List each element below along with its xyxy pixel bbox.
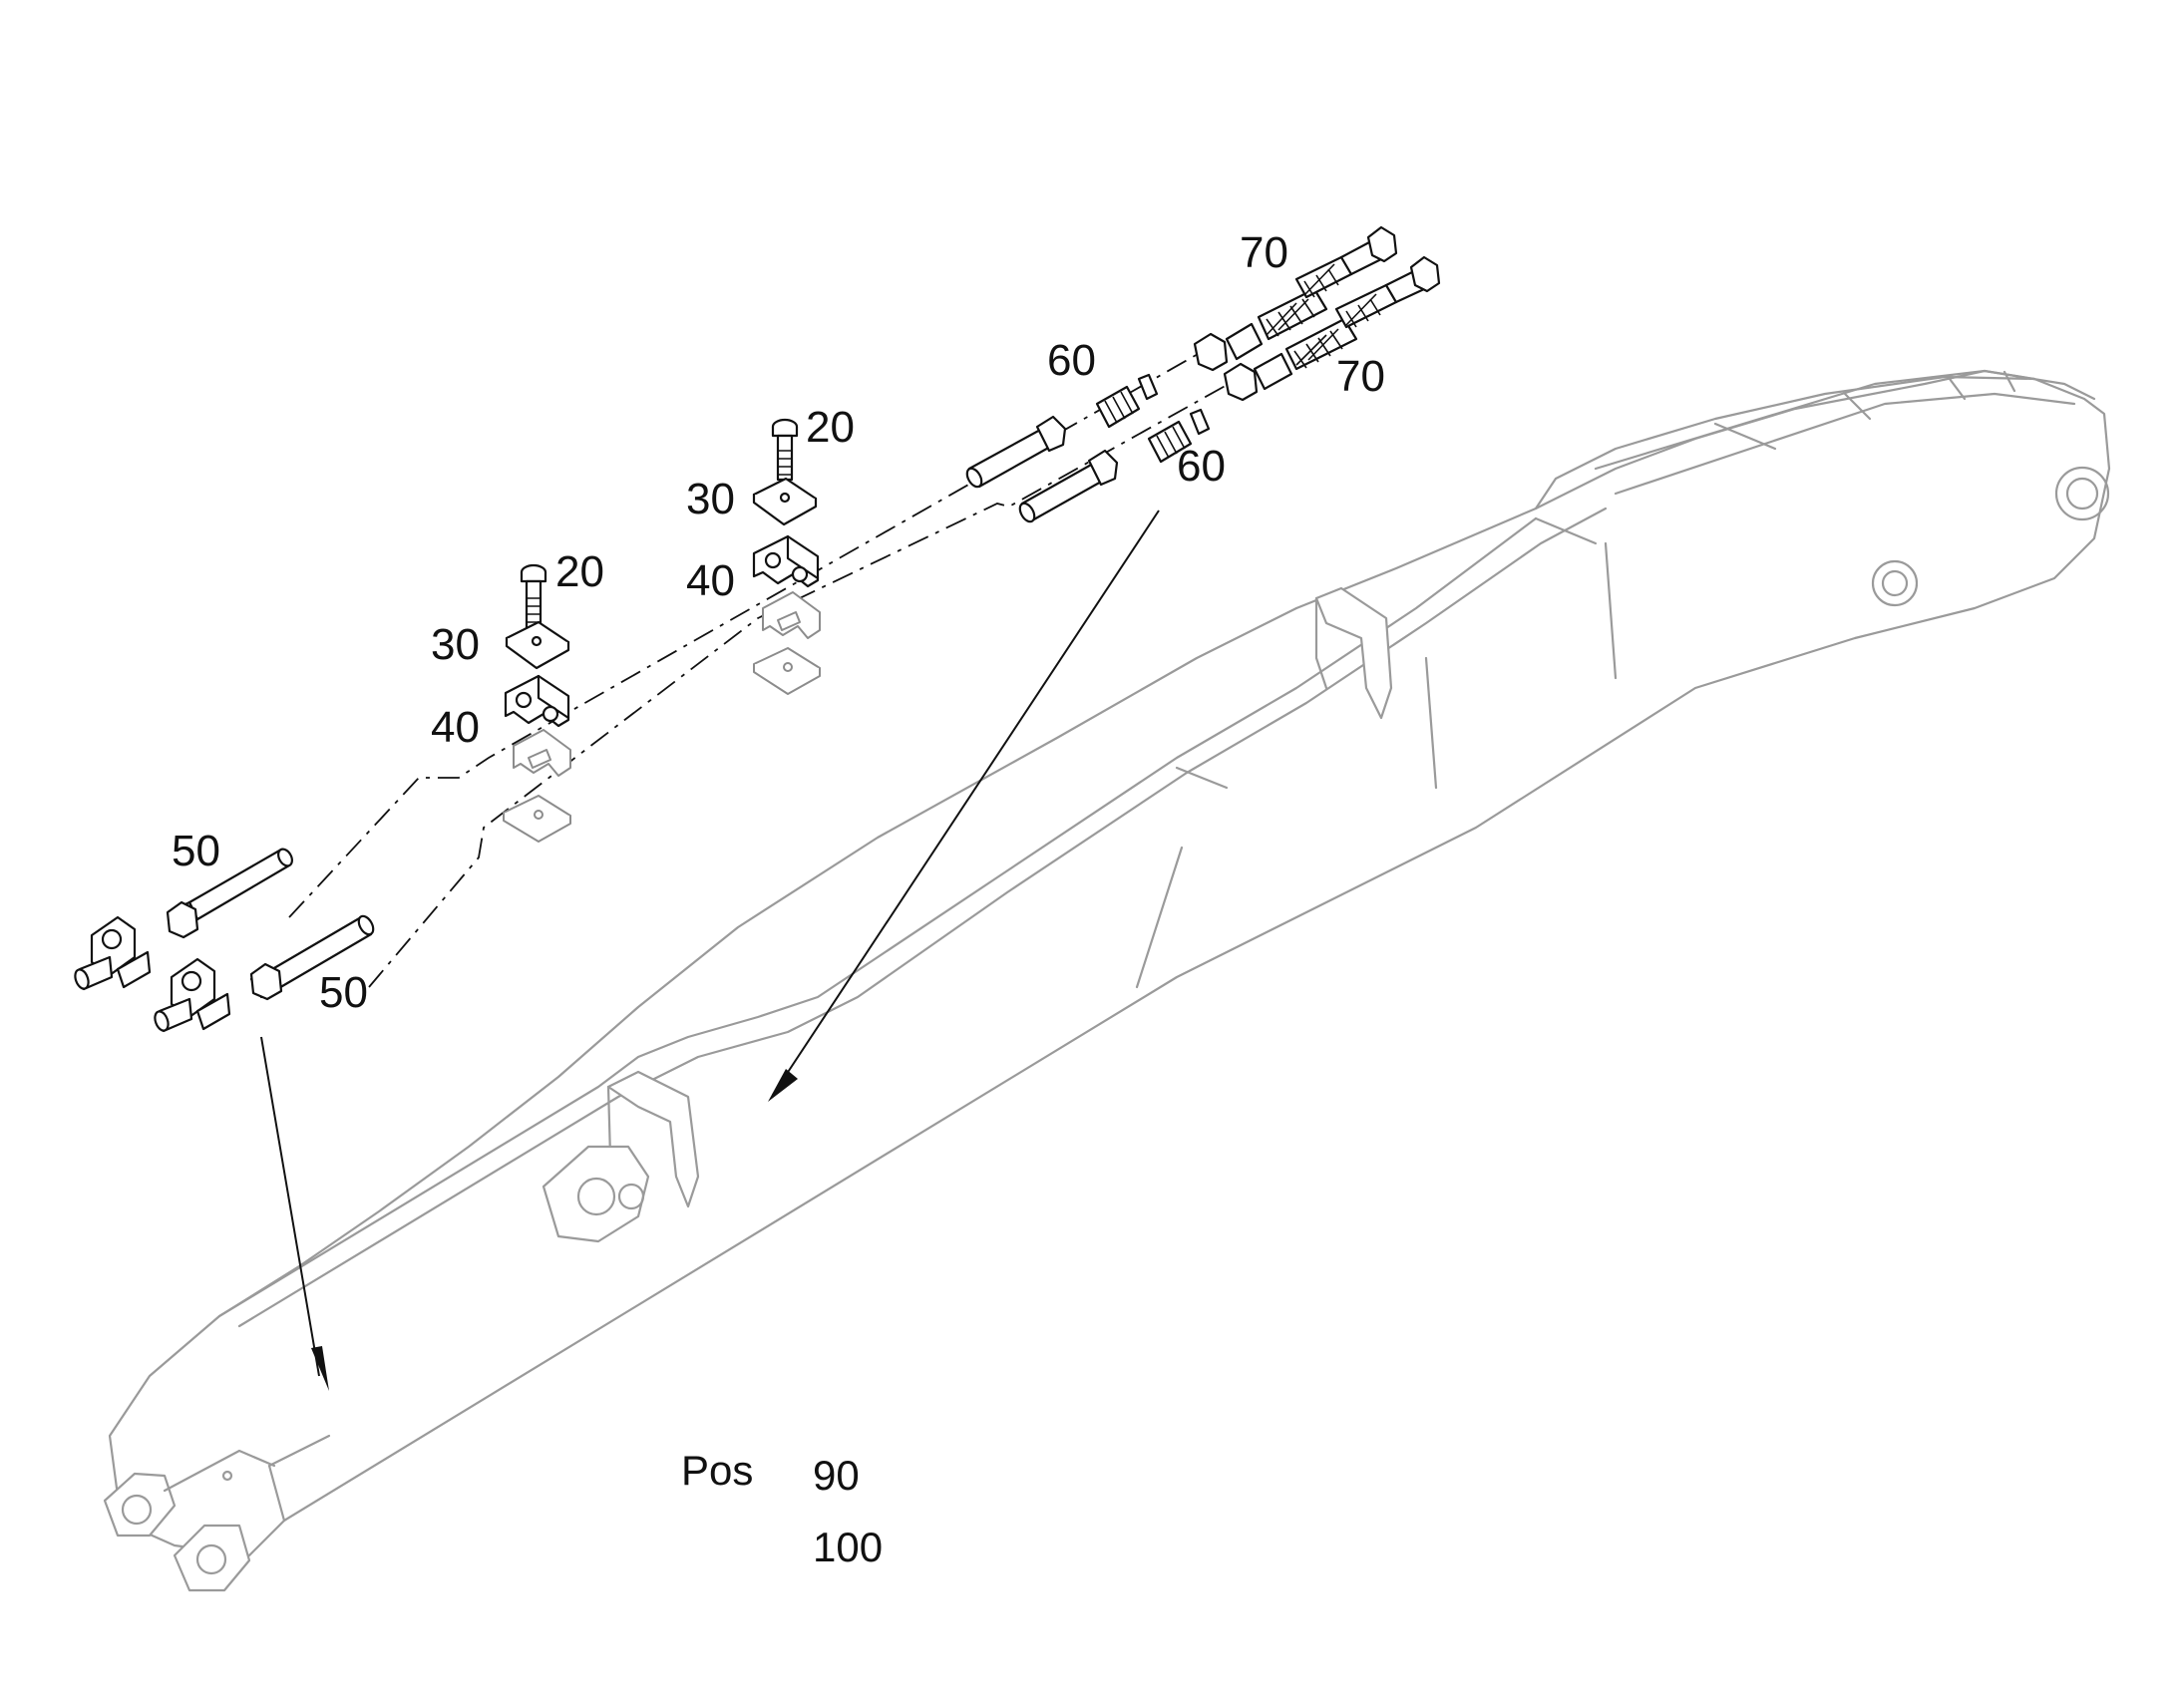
- callout-40-upper: 40: [686, 556, 735, 605]
- callout-30-lower: 30: [431, 620, 480, 669]
- pos-value-100: 100: [813, 1524, 883, 1570]
- bolt-20-lower: [520, 563, 547, 631]
- pos-value-90: 90: [813, 1452, 860, 1499]
- callout-50-upper: 50: [172, 827, 220, 875]
- excavator-boom: [103, 369, 2111, 1592]
- upper-clamp-group: [752, 418, 821, 695]
- callout-60-lower: 60: [1177, 442, 1226, 491]
- leader-arrows: [260, 510, 1160, 1391]
- hose-end-fittings-50: [74, 848, 375, 1033]
- callout-40-lower: 40: [431, 703, 480, 752]
- callout-70-upper: 70: [1240, 228, 1288, 277]
- lower-clamp-group: [503, 563, 571, 843]
- pos-label: Pos: [681, 1447, 753, 1494]
- callout-30-upper: 30: [686, 475, 735, 523]
- bolt-20-upper: [771, 418, 799, 482]
- callout-labels: 70 70 60 60 20 30 40 20 30 40 50 50: [172, 228, 1385, 1017]
- callout-20-lower: 20: [555, 547, 604, 596]
- callout-50-lower: 50: [319, 968, 368, 1017]
- callout-60-upper: 60: [1047, 336, 1096, 385]
- callout-20-upper: 20: [806, 403, 855, 452]
- position-references: Pos 90 100: [681, 1447, 883, 1570]
- callout-70-lower: 70: [1336, 352, 1385, 401]
- hose-fittings-60-70: [965, 225, 1441, 523]
